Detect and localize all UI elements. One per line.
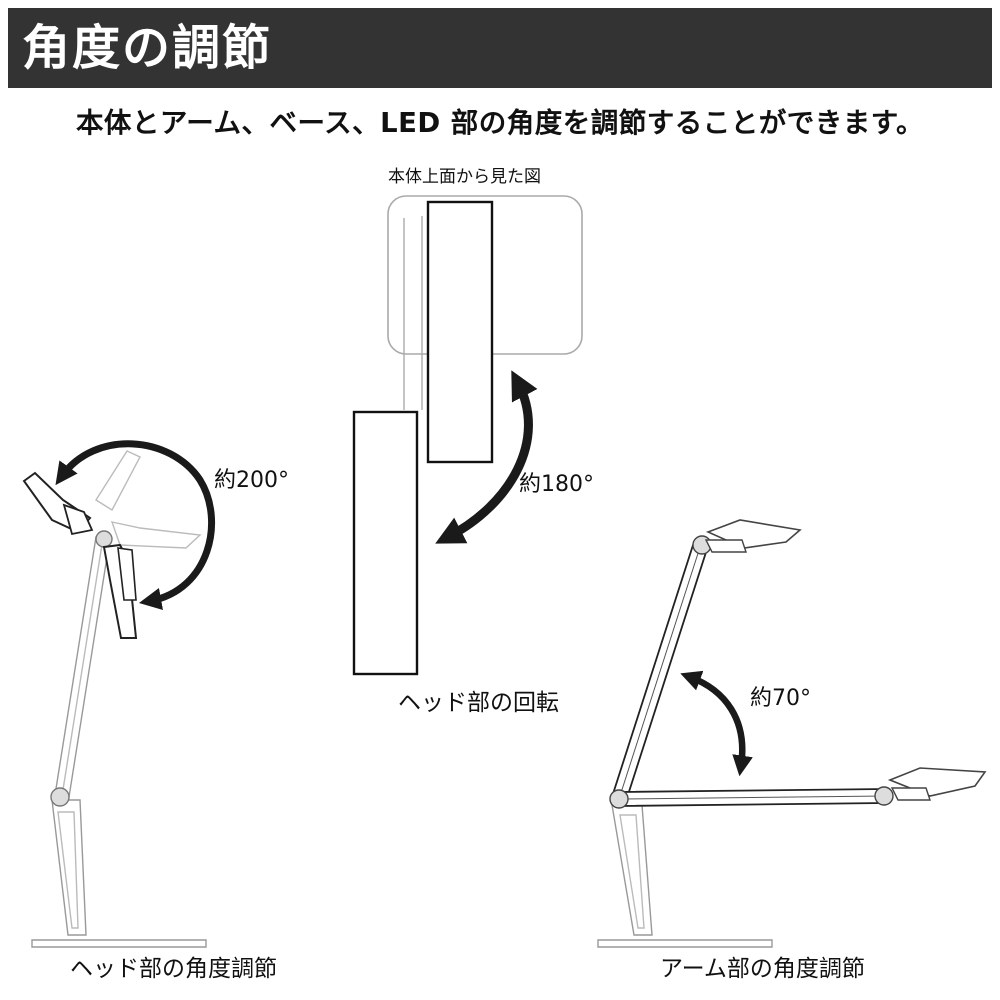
lowered-arm-joint xyxy=(874,786,894,806)
upper-joint-left xyxy=(95,530,113,548)
arm-outline xyxy=(403,216,423,410)
head-upper xyxy=(426,200,494,464)
page-subtitle: 本体とアーム、ベース、LED 部の角度を調節することができます。 xyxy=(75,107,925,139)
base-right xyxy=(597,939,773,948)
head-angle-figure xyxy=(22,440,216,948)
top-view-label: 本体上面から見た図 xyxy=(388,167,541,187)
base-left xyxy=(31,939,207,948)
rotation-arrow-180 xyxy=(435,370,538,544)
head-rotation-figure xyxy=(352,195,583,676)
caption-head-rotation: ヘッド部の回転 xyxy=(398,690,559,716)
caption-arm-angle: アーム部の角度調節 xyxy=(660,956,865,982)
lower-joint-right xyxy=(609,789,629,809)
head-lower xyxy=(352,410,419,676)
rotation-arrow-70 xyxy=(680,670,753,777)
angle-label-70: 約70° xyxy=(750,686,811,711)
page-title: 角度の調節 xyxy=(22,20,273,76)
lower-joint-left xyxy=(50,787,70,807)
arm-angle-figure xyxy=(597,519,987,948)
angle-label-180: 約180° xyxy=(519,472,594,497)
caption-head-angle: ヘッド部の角度調節 xyxy=(70,956,277,982)
angle-label-200: 約200° xyxy=(214,468,289,493)
title-bar: 角度の調節 xyxy=(8,8,992,88)
rotation-arrow-200 xyxy=(55,440,216,610)
